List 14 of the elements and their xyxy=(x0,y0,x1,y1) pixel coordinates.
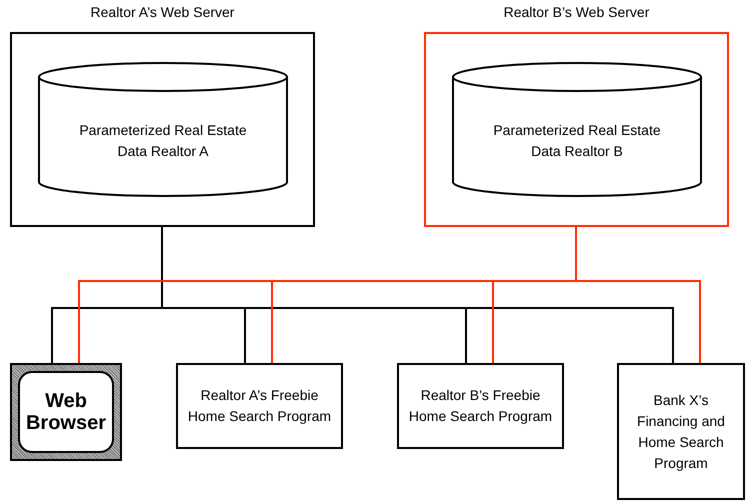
program-box xyxy=(617,363,745,500)
web-browser-screen xyxy=(10,363,122,461)
program-label: Realtor A’s Freebie Home Search Program xyxy=(186,386,332,426)
connector-line xyxy=(575,227,701,363)
connector-line xyxy=(161,227,674,363)
program-box xyxy=(397,363,564,449)
server-title: Realtor A’s Web Server xyxy=(90,3,236,22)
program-label: Bank X’s Financing and Home Search Program xyxy=(636,390,726,473)
program-label: Realtor B’s Freebie Home Search Program xyxy=(408,386,554,426)
browser-label: Web Browser xyxy=(24,390,108,434)
program-box xyxy=(176,363,343,449)
server-title: Realtor B’s Web Server xyxy=(502,3,650,22)
database-label: Parameterized Real Estate Data Realtor A xyxy=(78,121,248,161)
database-label: Parameterized Real Estate Data Realtor B xyxy=(492,121,662,161)
